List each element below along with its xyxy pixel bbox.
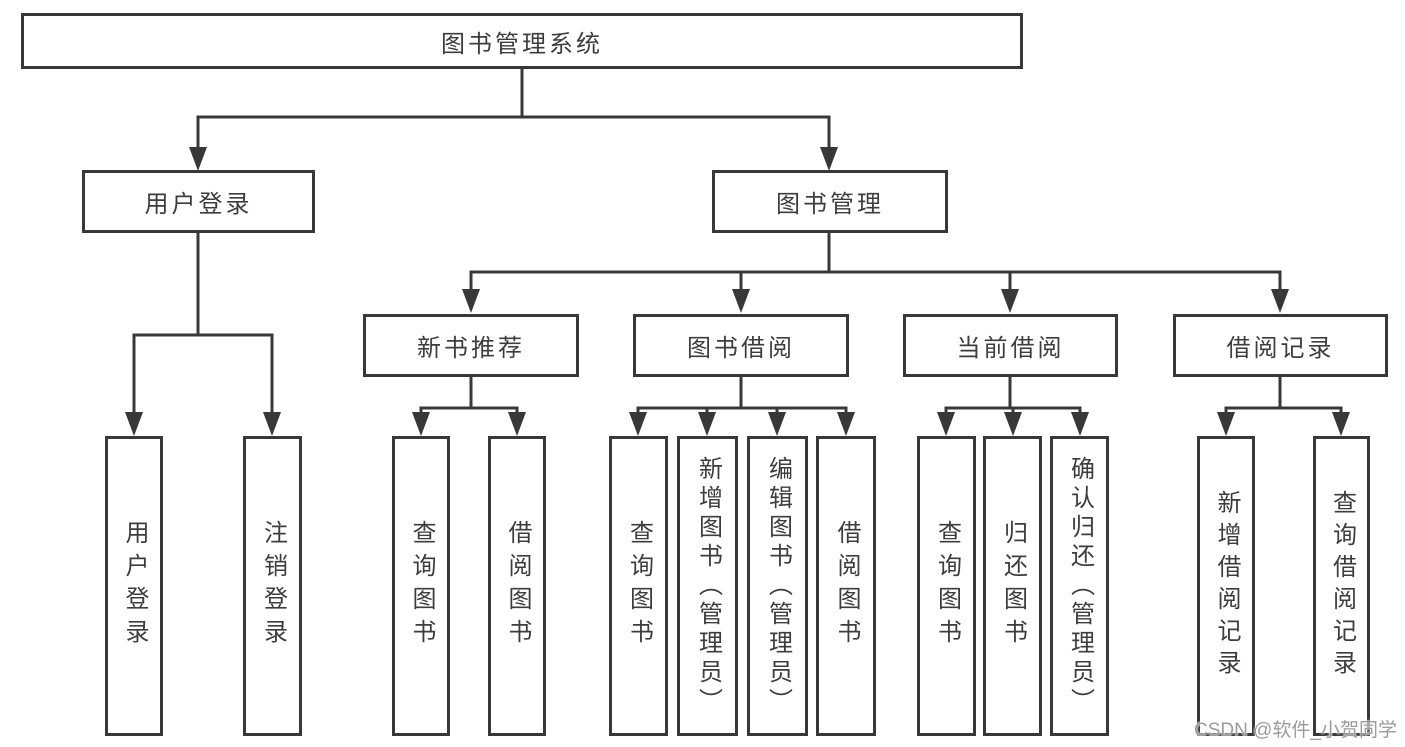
leaf-query-books-current-label: 查询图书 xyxy=(933,520,961,652)
node-user-login-label: 用户登录 xyxy=(144,191,253,218)
node-borrowing-records-label: 借阅记录 xyxy=(1226,335,1335,362)
node-book-management-system: 图书管理系统 xyxy=(21,13,1023,69)
arrowheads xyxy=(125,147,1350,436)
node-new-book-recommend-label: 新书推荐 xyxy=(417,335,525,362)
leaf-confirm-return-admin-label: 确认归还（管理员） xyxy=(1066,455,1094,717)
leaf-user-login: 用户登录 xyxy=(105,436,163,736)
leaf-borrow-books-recommend: 借阅图书 xyxy=(488,436,546,736)
leaf-query-books-borrowing: 查询图书 xyxy=(609,436,668,736)
leaf-logout-label: 注销登录 xyxy=(259,520,287,652)
leaf-user-login-label: 用户登录 xyxy=(121,520,148,652)
leaf-query-books-current: 查询图书 xyxy=(917,436,976,736)
leaf-borrow-books-borrowing-label: 借阅图书 xyxy=(833,520,860,652)
leaf-query-books-recommend: 查询图书 xyxy=(392,436,450,736)
node-borrowing-records: 借阅记录 xyxy=(1173,314,1388,377)
leaf-edit-books-admin: 编辑图书（管理员） xyxy=(747,436,808,736)
leaf-add-books-admin: 新增图书（管理员） xyxy=(677,436,738,736)
leaf-add-borrow-record-label: 新增借阅记录 xyxy=(1213,490,1240,682)
leaf-edit-books-admin-label: 编辑图书（管理员） xyxy=(764,455,792,717)
node-book-management-label: 图书管理 xyxy=(776,191,884,218)
leaf-query-borrow-record: 查询借阅记录 xyxy=(1313,436,1370,736)
leaf-confirm-return-admin: 确认归还（管理员） xyxy=(1050,436,1109,736)
node-book-management-system-label: 图书管理系统 xyxy=(441,30,603,58)
leaf-add-books-admin-label: 新增图书（管理员） xyxy=(694,455,722,717)
leaf-query-books-recommend-label: 查询图书 xyxy=(408,520,435,652)
node-user-login: 用户登录 xyxy=(82,170,315,233)
leaf-logout: 注销登录 xyxy=(243,436,302,736)
node-book-borrowing-label: 图书借阅 xyxy=(687,335,795,362)
leaf-return-books: 归还图书 xyxy=(983,436,1042,736)
leaf-return-books-label: 归还图书 xyxy=(999,520,1027,652)
leaf-borrow-books-recommend-label: 借阅图书 xyxy=(504,520,531,652)
watermark: CSDN @软件_小贺同学 xyxy=(1194,720,1397,741)
node-book-management: 图书管理 xyxy=(712,170,948,233)
leaf-query-books-borrowing-label: 查询图书 xyxy=(625,520,653,652)
leaf-query-borrow-record-label: 查询借阅记录 xyxy=(1328,490,1356,682)
node-book-borrowing: 图书借阅 xyxy=(633,314,849,377)
node-current-borrowing-label: 当前借阅 xyxy=(956,335,1065,362)
node-new-book-recommend: 新书推荐 xyxy=(363,314,579,377)
leaf-add-borrow-record: 新增借阅记录 xyxy=(1197,436,1255,736)
node-current-borrowing: 当前借阅 xyxy=(903,314,1118,377)
leaf-borrow-books-borrowing: 借阅图书 xyxy=(816,436,876,736)
